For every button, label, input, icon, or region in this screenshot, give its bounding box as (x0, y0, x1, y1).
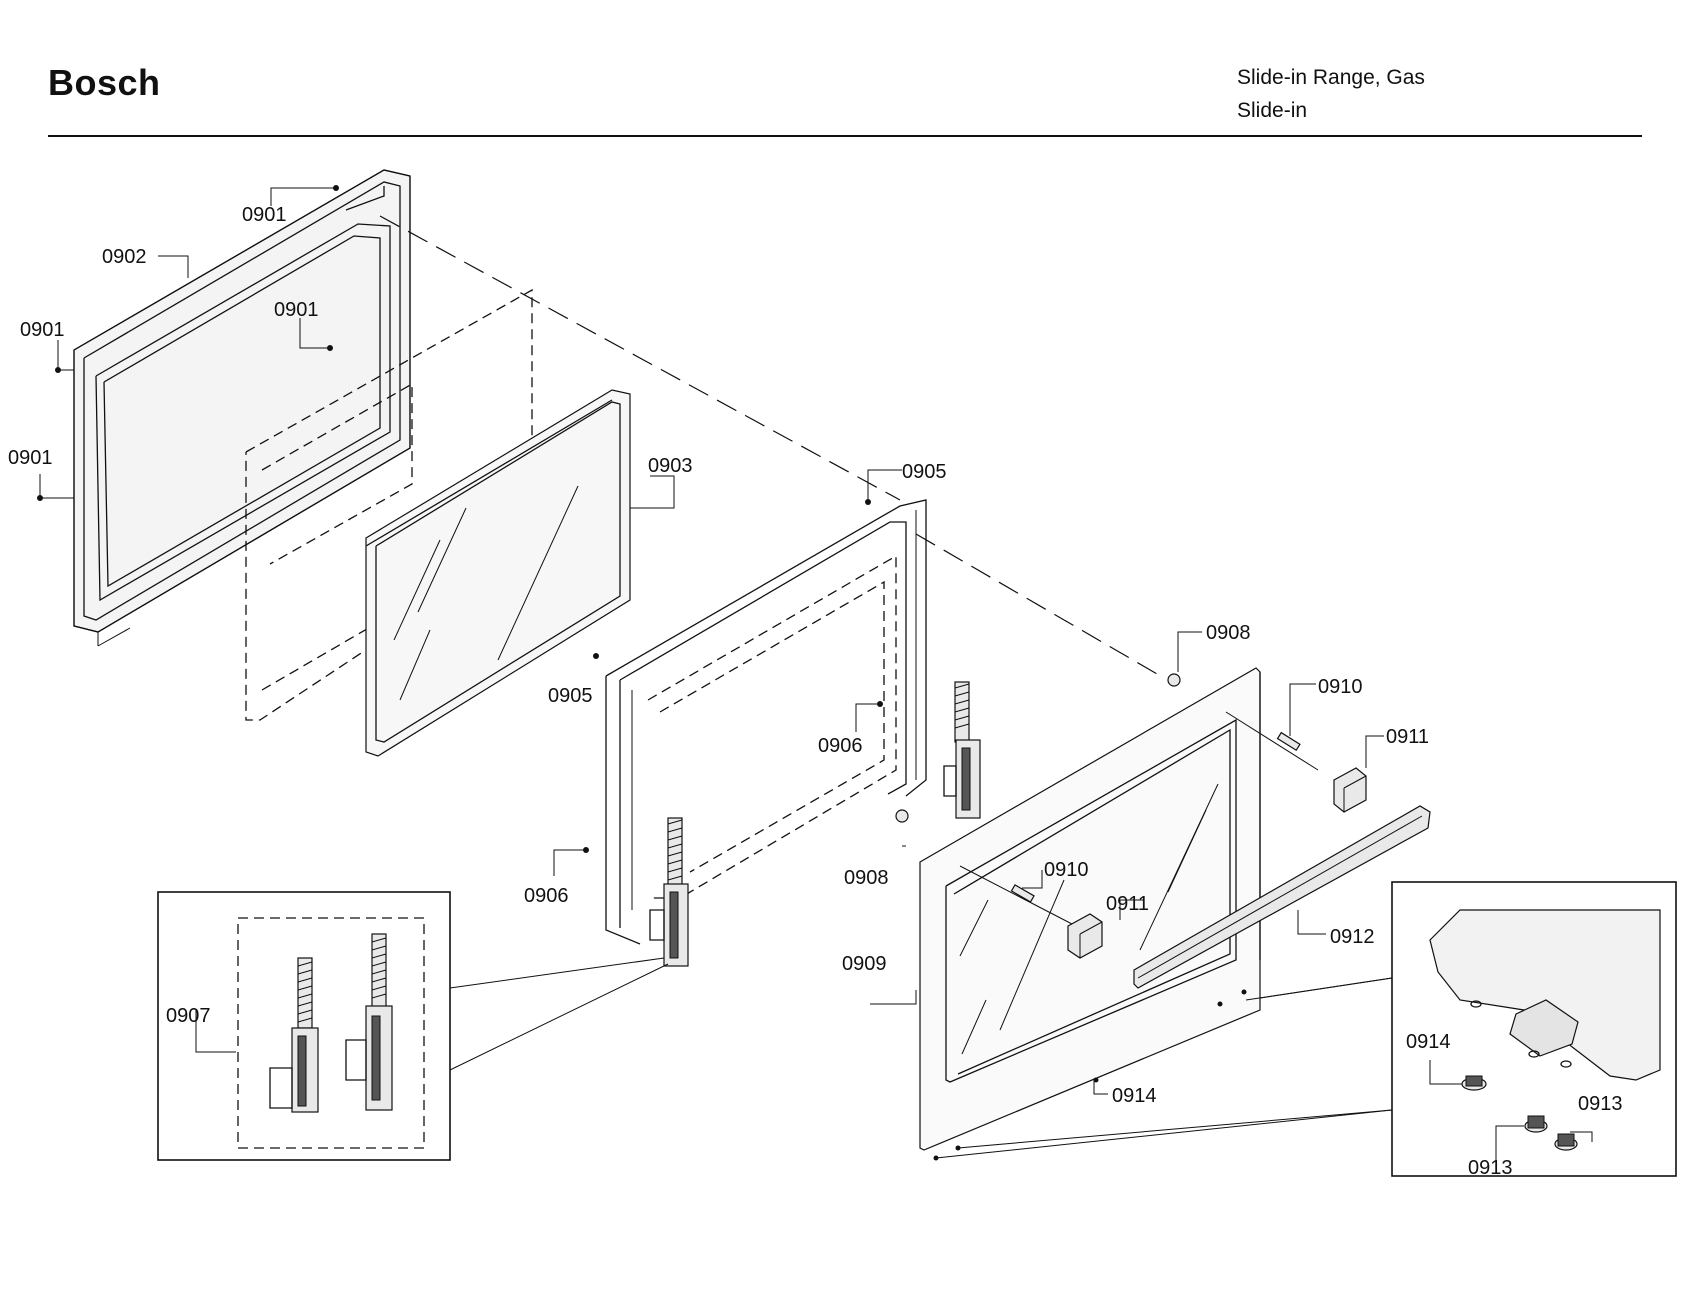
alignment-line-lower (915, 533, 1165, 679)
callout-0914-mid: 0914 (1112, 1085, 1157, 1107)
callout-0906-right: 0906 (818, 735, 863, 757)
brand-title: Bosch (48, 62, 161, 103)
header-rule (48, 135, 1642, 137)
bumper-upper (1167, 673, 1181, 687)
outer-door-frame (73, 169, 411, 647)
callout-0905-top: 0905 (902, 461, 947, 483)
callout-0901-lower: 0901 (8, 447, 53, 469)
callout-0910-top: 0910 (1318, 676, 1363, 698)
callout-0911-top: 0911 (1386, 726, 1429, 748)
callout-0902: 0902 (102, 246, 147, 268)
inset-box-hinges (157, 891, 669, 1161)
callout-0906-left: 0906 (524, 885, 569, 907)
callout-0909: 0909 (842, 953, 887, 975)
door-handle (1133, 805, 1431, 989)
callout-0912: 0912 (1330, 926, 1375, 948)
screw-upper (1225, 711, 1319, 771)
screw-lower (959, 865, 1073, 925)
callout-0908-left: 0908 (844, 867, 889, 889)
callout-0901-left: 0901 (20, 319, 65, 341)
handle-mount-lower (1067, 913, 1103, 959)
alignment-line-upper (379, 215, 901, 501)
callout-0907: 0907 (166, 1005, 211, 1027)
inset-box-bracket (935, 881, 1677, 1177)
hinge-left (649, 817, 689, 967)
callout-0914-inset: 0914 (1406, 1031, 1451, 1053)
inner-glass-panel (365, 389, 631, 757)
callout-0913-right: 0913 (1578, 1093, 1623, 1115)
subtitle-type: Slide-in (1237, 99, 1308, 122)
callout-0901-mid: 0901 (274, 299, 319, 321)
bumper-lower (895, 809, 909, 823)
callout-0903: 0903 (648, 455, 693, 477)
callout-0901-top: 0901 (242, 204, 287, 226)
leader-lines (37, 185, 1593, 1162)
callout-0908-top: 0908 (1206, 622, 1251, 644)
callout-0913-bottom: 0913 (1468, 1157, 1513, 1179)
callout-0905-left: 0905 (548, 685, 593, 707)
callout-0911-mid: 0911 (1106, 893, 1149, 915)
hinge-right (943, 681, 981, 819)
handle-mount-upper (1333, 767, 1367, 813)
subtitle-product: Slide-in Range, Gas (1237, 66, 1425, 89)
callout-0910-mid: 0910 (1044, 859, 1089, 881)
